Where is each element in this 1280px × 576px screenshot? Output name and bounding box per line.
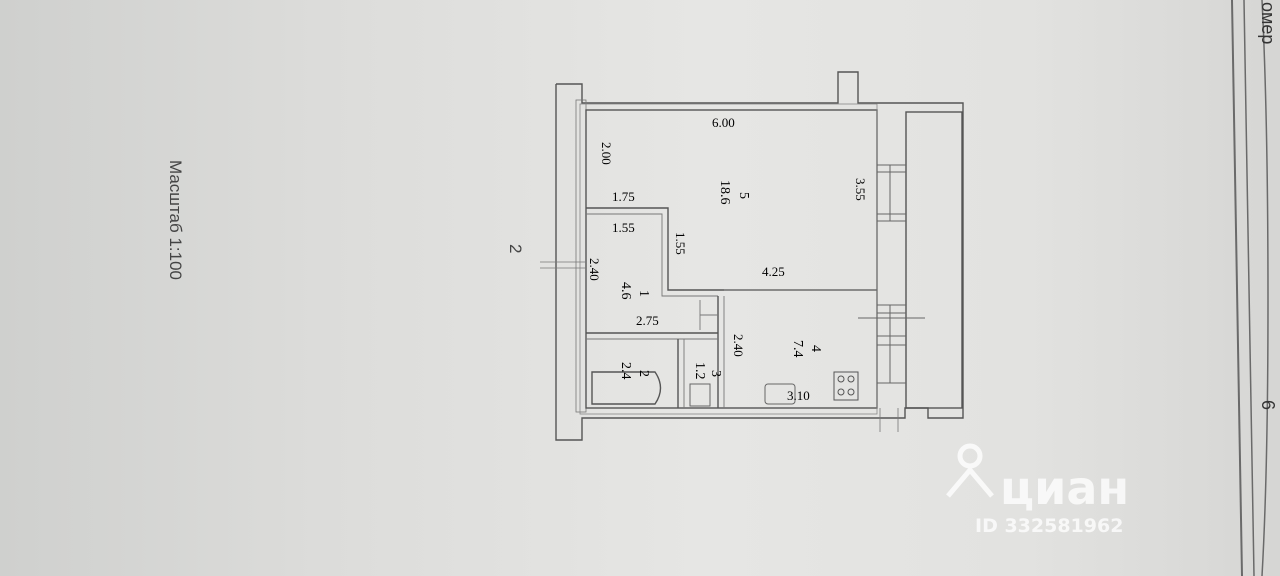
room-2-area: 2.4 (618, 362, 633, 380)
dim-2-75: 2.75 (636, 313, 659, 328)
location-pin-icon (946, 443, 994, 498)
plan (540, 71, 964, 441)
dim-1-55b: 1.55 (673, 232, 688, 255)
scale-label: Масштаб 1:100 (166, 160, 185, 280)
dim-2-00: 2.00 (599, 142, 614, 165)
sheet-number: 2 (506, 244, 525, 253)
room-3-area: 1.2 (692, 362, 707, 380)
toilet-fixture (689, 383, 711, 407)
apartment-inner-outline (579, 103, 878, 415)
partition-living-inner (586, 213, 718, 297)
dim-6-00: 6.00 (712, 115, 735, 130)
dim-3-55: 3.55 (853, 178, 868, 201)
room-3-number: 3 (708, 370, 723, 377)
edge-text-top: омер (1258, 2, 1278, 44)
edge-text-bottom: 6 (1258, 400, 1278, 410)
sheet-frame (1231, 0, 1269, 576)
dim-1-75: 1.75 (612, 189, 635, 204)
outer-wall (555, 71, 964, 441)
balcony-strip (905, 111, 963, 409)
dim-2-40a: 2.40 (587, 258, 602, 281)
window-marks (858, 164, 925, 384)
room-5-number: 5 (736, 192, 751, 199)
dim-4-25: 4.25 (762, 264, 785, 279)
room-5-area: 18.6 (717, 180, 732, 205)
watermark: циан ID 332581962 (946, 443, 1129, 537)
room-labels: 5 18.6 1 4.6 2 2.4 3 1.2 4 7.4 (618, 180, 823, 380)
room-2-number: 2 (636, 370, 651, 377)
room-4-area: 7.4 (790, 340, 805, 358)
kitchen-sink (764, 383, 796, 405)
dim-3-10: 3.10 (787, 388, 810, 403)
watermark-brand: циан (1000, 461, 1129, 515)
bathtub (591, 371, 662, 405)
dim-2-40b: 2.40 (731, 334, 746, 357)
dim-1-55a: 1.55 (612, 220, 635, 235)
watermark-id: ID 332581962 (975, 515, 1123, 537)
stove-icon (833, 371, 859, 401)
room-1-area: 4.6 (618, 282, 633, 300)
room-1-number: 1 (636, 290, 651, 297)
inner-wall-fill (575, 99, 587, 413)
dimension-labels: 6.00 2.00 3.55 1.75 1.55 1.55 4.25 2.40 … (587, 115, 868, 403)
room-4-number: 4 (808, 345, 823, 352)
